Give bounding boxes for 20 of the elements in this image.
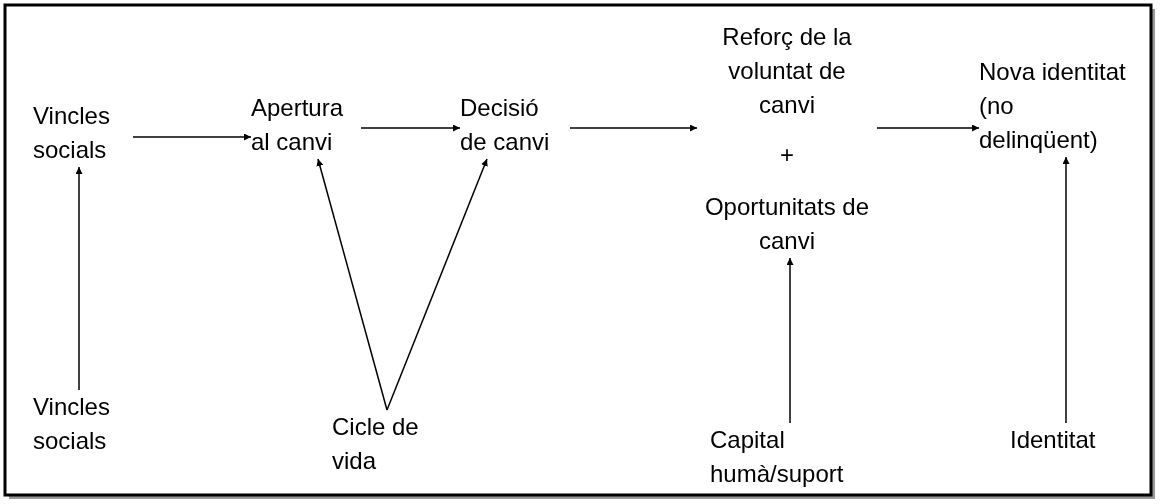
arrow	[132, 133, 252, 141]
arrow	[1062, 156, 1070, 424]
node-label: Identitat	[1010, 425, 1097, 455]
arrow	[386, 158, 488, 411]
arrow	[75, 166, 83, 391]
node-label: Nova identitat (no delinqüent)	[979, 57, 1127, 155]
node-label: Oportunitats de canvi	[703, 192, 871, 256]
arrow	[876, 124, 980, 132]
node-label: Reforç de la voluntat de canvi	[721, 22, 853, 120]
arrow	[360, 124, 461, 132]
node-label: Decisió de canvi	[460, 93, 551, 157]
arrow	[569, 124, 698, 132]
node-label: Cicle de vida	[332, 412, 420, 476]
arrow	[316, 158, 388, 411]
node-label: Apertura al canvi	[251, 93, 345, 157]
node-label: Capital humà/suport	[710, 425, 845, 489]
node-label: Vincles socials	[33, 392, 111, 456]
plus-sign: +	[779, 141, 795, 169]
arrow	[786, 257, 794, 424]
node-label: Vincles socials	[33, 101, 111, 165]
